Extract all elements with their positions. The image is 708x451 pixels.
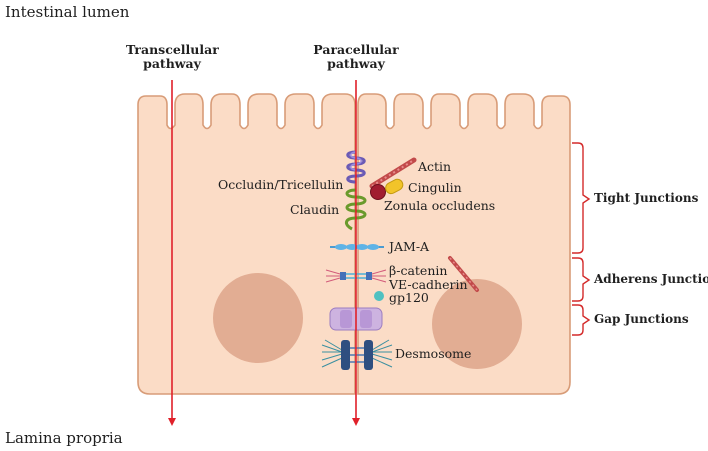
right-nucleus	[432, 279, 522, 369]
adherens-actin-filament	[448, 256, 479, 292]
zonula-occludens-marker	[370, 184, 386, 200]
desmosome-label: Desmosome	[395, 346, 472, 361]
paracellular-pathway-label: Paracellular pathway	[310, 42, 402, 72]
cingulin-label: Cingulin	[408, 180, 462, 195]
actin-filament	[369, 157, 417, 189]
claudin-strand	[345, 188, 367, 231]
left-nucleus	[213, 273, 303, 363]
desmosome-structure	[321, 339, 393, 370]
gp120-marker	[374, 291, 384, 301]
zonula-occludens-label: Zonula occludens	[384, 198, 496, 213]
beta-catenin-label: β-catenin	[389, 263, 448, 278]
transcellular-label-line1: Transcellular	[126, 42, 219, 57]
intestinal-lumen-label: Intestinal lumen	[5, 3, 130, 21]
lamina-propria-label: Lamina propria	[5, 429, 123, 447]
tight-junctions-label: Tight Junctions	[594, 191, 699, 205]
occludin-strand-back	[350, 151, 362, 171]
adherens-junctions-label: Adherens Junctions	[594, 272, 708, 286]
jam-a-structure	[330, 244, 384, 250]
jam-a-label: JAM-A	[389, 239, 430, 254]
adherens-junctions-bracket	[572, 257, 591, 302]
tight-junctions-bracket	[572, 142, 591, 254]
gp120-label: gp120	[389, 290, 429, 305]
transcellular-pathway-label: Transcellular pathway	[126, 42, 219, 72]
paracellular-label-line2: pathway	[327, 56, 385, 72]
paracellular-label-line1: Paracellular	[313, 42, 399, 57]
occludin-label: Occludin/Tricellulin	[218, 177, 344, 192]
transcellular-label-line2: pathway	[143, 56, 201, 72]
cingulin-marker	[385, 178, 404, 195]
gap-junctions-label: Gap Junctions	[594, 312, 689, 326]
actin-label: Actin	[418, 159, 452, 174]
gap-junctions-bracket	[572, 304, 591, 336]
claudin-label: Claudin	[290, 202, 340, 217]
ve-cadherin-label: VE-cadherin	[389, 277, 468, 292]
